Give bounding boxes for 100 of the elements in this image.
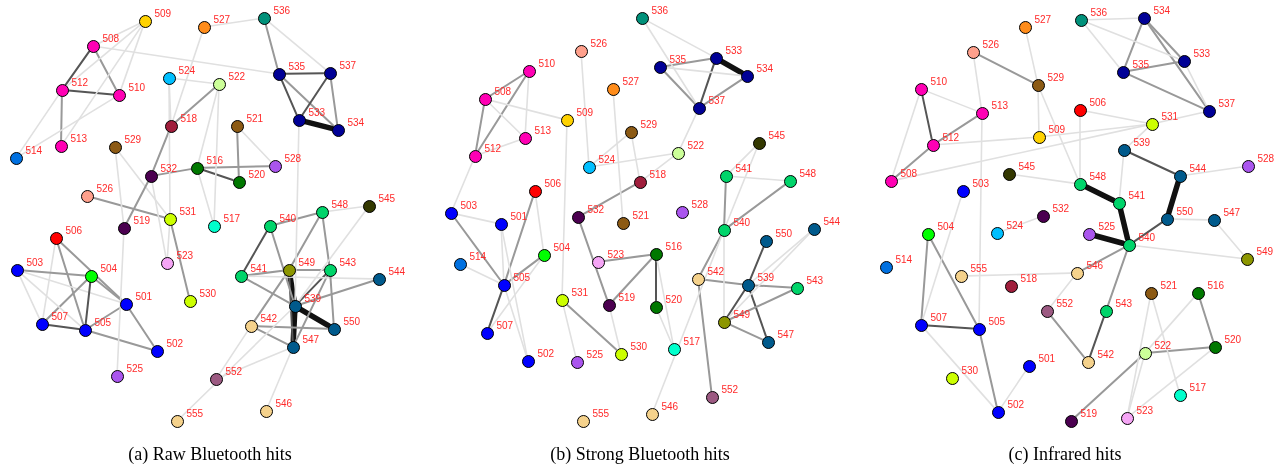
node-id-label: 547 (1223, 206, 1241, 219)
network-edge (174, 87, 216, 123)
node-id-label: 512 (484, 142, 502, 155)
network-edge (579, 222, 608, 300)
network-edge (728, 323, 764, 341)
node-id-label: 514 (469, 250, 487, 263)
node-id-label: 532 (587, 203, 605, 216)
node-id-label: 550 (1176, 205, 1194, 218)
network-edge (1089, 316, 1105, 357)
network-edge (937, 115, 978, 143)
node-id-label: 532 (1052, 202, 1070, 215)
node-id-label: 506 (65, 224, 83, 237)
network-edge (1107, 250, 1128, 306)
node-id-label: 546 (275, 397, 293, 410)
network-edge (198, 173, 213, 221)
network-edge (246, 275, 374, 280)
network-edge (508, 257, 540, 283)
node-id-label: 532 (160, 162, 178, 175)
network-edge (240, 129, 272, 163)
network-edge (644, 22, 697, 104)
network-edge (197, 89, 219, 163)
node-id-label: 510 (930, 75, 948, 88)
network-edge (753, 284, 792, 289)
node-id-label: 513 (534, 124, 552, 137)
network-edge (246, 269, 284, 277)
panel-caption: (b) Strong Bluetooth hits (550, 444, 730, 465)
node-id-label: 552 (225, 365, 243, 378)
node-id-label: 536 (273, 4, 291, 17)
node-id-label: 546 (1086, 259, 1104, 272)
network-edge (202, 169, 234, 181)
network-edge (18, 275, 41, 319)
node-id-label: 552 (1056, 297, 1074, 310)
node-id-label: 502 (1007, 398, 1025, 411)
network-edge (663, 70, 696, 105)
network-edge (505, 290, 527, 356)
node-id-label: 531 (1161, 110, 1179, 123)
node-id-label: 546 (661, 400, 679, 413)
network-edge (126, 180, 149, 224)
node-id-label: 543 (1115, 297, 1133, 310)
panel-caption: (a) Raw Bluetooth hits (128, 444, 292, 465)
network-edge (565, 303, 618, 351)
network-edge (726, 289, 746, 318)
node-id-label: 535 (1132, 58, 1150, 71)
network-edge (1166, 179, 1181, 216)
network-edge (1083, 184, 1116, 203)
network-edge (170, 224, 190, 296)
network-edge (98, 23, 140, 44)
network-edge (892, 94, 920, 176)
network-edge (1002, 217, 1038, 232)
network-edge (282, 77, 335, 127)
network-edge (979, 334, 998, 407)
node-id-label: 542 (260, 312, 278, 325)
node-id-label: 549 (733, 308, 751, 321)
node-id-label: 520 (248, 168, 266, 181)
network-edge (209, 18, 259, 27)
network-edge (926, 324, 974, 330)
node-id-label: 509 (576, 106, 594, 119)
network-edge (284, 72, 325, 75)
network-edge (268, 21, 326, 70)
node-id-label: 525 (126, 362, 144, 375)
network-edge (298, 273, 327, 303)
network-edge (646, 20, 712, 56)
network-edge (329, 275, 335, 324)
node-id-label: 549 (1256, 245, 1274, 258)
network-edge (475, 104, 485, 151)
network-edge (221, 348, 288, 378)
network-edge (728, 289, 793, 321)
network-edge (1092, 232, 1126, 247)
node-id-label: 504 (937, 220, 955, 233)
node-id-label: 545 (378, 192, 396, 205)
node-id-label: 523 (176, 249, 194, 262)
network-edge (679, 113, 698, 148)
network-edge (67, 89, 114, 96)
network-edge (84, 281, 92, 325)
network-edge (270, 231, 295, 301)
network-edge (966, 272, 1072, 277)
network-edge (174, 77, 214, 85)
node-id-label: 519 (133, 214, 151, 227)
network-edge (1127, 298, 1151, 413)
node-id-label: 555 (186, 407, 204, 420)
network-edge (1147, 21, 1181, 58)
node-id-label: 530 (199, 287, 217, 300)
node-id-label: 519 (618, 291, 636, 304)
node-id-label: 501 (1038, 352, 1056, 365)
node-id-label: 508 (102, 32, 120, 45)
network-edge (166, 224, 171, 258)
node-id-label: 529 (640, 118, 658, 131)
node-id-label: 516 (1207, 279, 1225, 292)
node-id-label: 534 (347, 116, 365, 129)
network-edge (294, 125, 300, 301)
network-edge (562, 305, 577, 357)
network-edge (1086, 21, 1179, 60)
network-edge (45, 279, 88, 321)
network-edge (288, 275, 294, 342)
panel-caption: (c) Infrared hits (1008, 444, 1122, 465)
network-edge (59, 241, 123, 301)
network-edge (656, 259, 674, 344)
network-edge (926, 90, 977, 112)
node-id-label: 534 (1153, 4, 1171, 17)
network-edge (700, 63, 715, 103)
